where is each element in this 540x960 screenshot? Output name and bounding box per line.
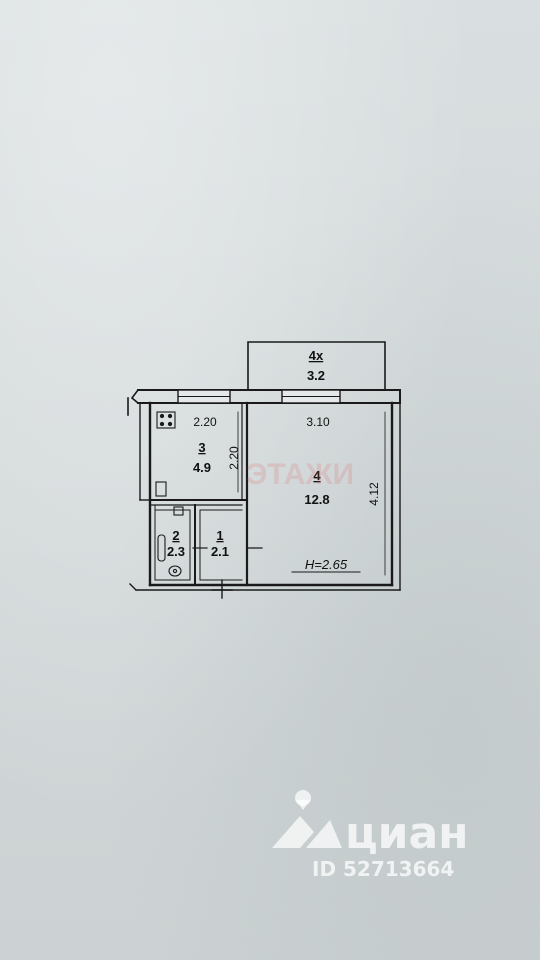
room-label-bath-area: 2.3 xyxy=(167,544,185,559)
room-label-bath-number: 2 xyxy=(172,528,179,543)
room-label-loggia-area: 3.2 xyxy=(307,368,325,383)
toilet-drain-icon xyxy=(172,568,178,574)
room-label-hall-number: 1 xyxy=(216,528,223,543)
stove-burner-icon xyxy=(167,413,173,419)
room-label-kitchen-number: 3 xyxy=(198,440,205,455)
dimension-room-width: 3.10 xyxy=(306,415,330,429)
wall-break-bottom xyxy=(129,583,137,591)
wall-break-left xyxy=(130,388,140,405)
stove-burner-icon xyxy=(159,421,165,427)
logo-mountain-right-icon xyxy=(306,820,342,848)
washbasin-icon xyxy=(173,506,184,516)
listing-id-text: ID 52713664 xyxy=(312,857,454,881)
dimension-kitchen-width: 2.20 xyxy=(193,415,217,429)
room-label-living-number: 4 xyxy=(313,468,321,483)
bathtub-icon xyxy=(157,534,166,562)
dimension-room-depth: 4.12 xyxy=(367,482,381,506)
stove-burner-icon xyxy=(159,413,165,419)
room-label-kitchen-area: 4.9 xyxy=(193,460,211,475)
location-pin-tip-icon xyxy=(296,800,310,810)
kitchen-sink-icon xyxy=(155,481,167,497)
room-label-living-area: 12.8 xyxy=(304,492,329,507)
toilet-icon xyxy=(168,565,182,577)
stove-burner-icon xyxy=(167,421,173,427)
dimension-kitchen-depth: 2.20 xyxy=(227,446,241,470)
cian-brand-text: циан xyxy=(345,808,469,859)
room-label-loggia-number: 4х xyxy=(309,348,324,363)
ceiling-height-label: H=2.65 xyxy=(305,557,348,572)
cian-logo xyxy=(272,790,342,848)
stove-icon xyxy=(156,411,176,429)
brand-watermark-faint: ЭТАЖИ xyxy=(246,458,354,491)
room-label-hall-area: 2.1 xyxy=(211,544,229,559)
logo-mountain-left-icon xyxy=(272,816,314,848)
loggia-outline xyxy=(247,341,386,391)
